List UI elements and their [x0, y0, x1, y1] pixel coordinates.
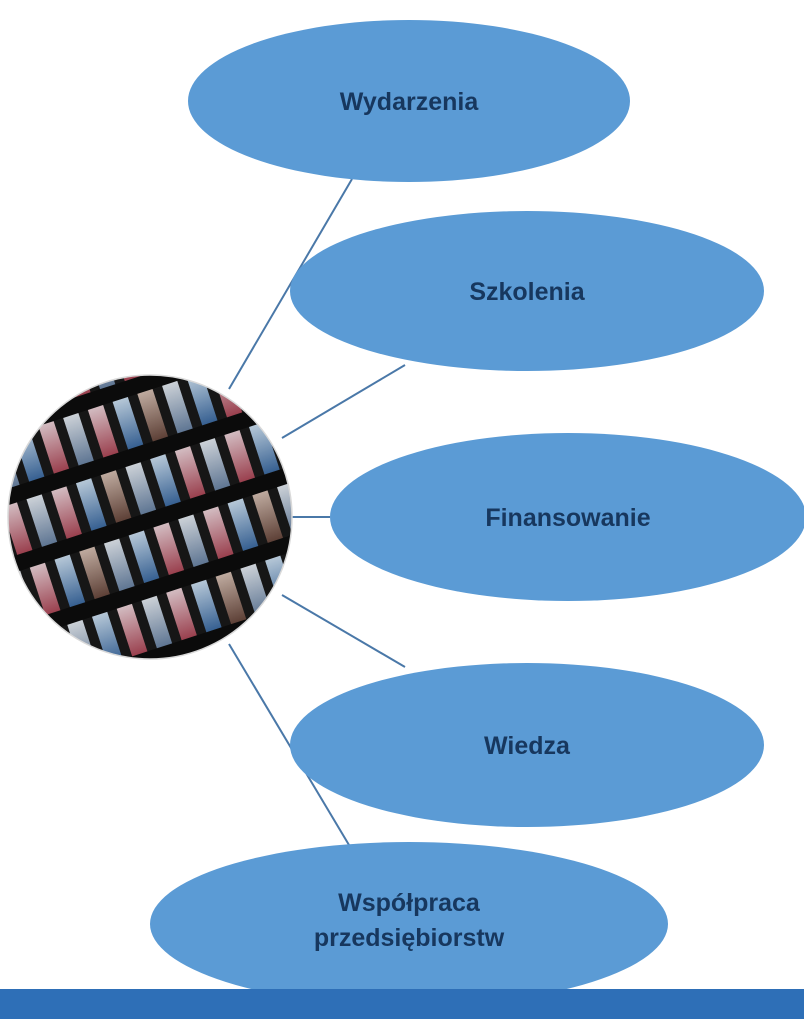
facade-glass-panel	[392, 584, 423, 636]
facade-glass-panel	[17, 635, 49, 659]
facade-glass-panel	[116, 603, 148, 657]
facade-glass-panel	[63, 413, 94, 466]
facade-glass-panel	[178, 514, 209, 567]
facade-glass-panel	[289, 547, 292, 601]
bubble-szkolenia[interactable]: Szkolenia	[290, 211, 764, 371]
facade-floor-band	[8, 566, 292, 659]
facade-glass-panel	[137, 388, 169, 442]
facade-glass-panel	[367, 592, 398, 644]
facade-glass-panel	[38, 421, 70, 474]
facade-glass-panel	[236, 375, 267, 410]
bubble-wspolpraca[interactable]: Współpraca przedsiębiorstw	[150, 842, 668, 1006]
facade-glass-panel	[109, 375, 141, 382]
bubble-wydarzenia-label: Wydarzenia	[340, 88, 480, 116]
facade-glass-panel	[75, 478, 107, 531]
facade-glass-panel	[343, 600, 374, 652]
bubble-wspolpraca-label-line2: przedsiębiorstw	[314, 924, 505, 952]
facade-glass-panel	[258, 280, 289, 332]
facade-glass-panel	[315, 540, 346, 592]
facade-glass-panel	[202, 506, 234, 559]
facade-glass-panel	[10, 375, 42, 414]
bubble-wiedza-label: Wiedza	[484, 732, 571, 760]
facade-glass-panel	[184, 305, 215, 357]
facade-glass-panel	[174, 446, 206, 499]
facade-glass-panel	[260, 375, 292, 402]
facade-glass-panel	[79, 546, 110, 600]
facade-glass-panel	[190, 579, 222, 633]
facade-glass-panel	[162, 380, 193, 434]
facade-glass-panel	[120, 672, 151, 724]
facade-glass-panel	[103, 538, 135, 592]
facade-glass-panel	[134, 321, 165, 373]
facade-glass-panel	[233, 288, 264, 340]
facade-glass-panel	[8, 375, 17, 422]
facade-glass-panel	[159, 313, 190, 365]
facade-glass-panel	[215, 571, 247, 625]
facade-glass-panel	[46, 696, 77, 748]
facade-glass-panel	[0, 510, 8, 562]
bubble-wspolpraca-label-line1: Współpraca	[338, 889, 481, 917]
facade-glass-panel	[29, 562, 61, 616]
facade-glass-panel	[35, 375, 66, 406]
facade-glass-panel	[8, 502, 33, 555]
facade-glass-panel	[71, 688, 102, 740]
facade-glass-panel	[8, 578, 11, 632]
category-bubbles: Wydarzenia Szkolenia Finansowanie Wiedza…	[150, 20, 804, 1006]
bubble-finansowanie[interactable]: Finansowanie	[330, 433, 804, 601]
facade-glass-panel	[51, 486, 82, 539]
facade-glass-panel	[252, 490, 283, 543]
facade-glass-panel	[166, 587, 197, 641]
facade-glass-panel	[54, 554, 86, 608]
facade-glass-panel	[310, 333, 341, 385]
facade-glass-panel	[323, 398, 354, 450]
facade-glass-panel	[59, 375, 91, 398]
connector-szkolenia	[281, 364, 406, 439]
bubble-wiedza[interactable]: Wiedza	[290, 663, 764, 827]
facade-glass-panel	[285, 375, 292, 394]
facade-glass-panel	[92, 611, 123, 659]
bubble-wydarzenia[interactable]: Wydarzenia	[188, 20, 630, 182]
building-facade-photo	[0, 280, 423, 756]
facade-glass-panel	[26, 494, 58, 547]
facade-floor-band	[8, 441, 292, 587]
bubble-szkolenia-label: Szkolenia	[469, 278, 585, 306]
facade-glass-panel	[95, 680, 126, 732]
bottom-accent-band	[0, 989, 804, 1019]
facade-glass-panel	[208, 297, 239, 349]
facade-glass-panel	[169, 656, 201, 659]
facade-glass-panel	[302, 474, 333, 526]
facade-glass-panel	[318, 608, 349, 660]
facade-glass-panel	[128, 530, 160, 584]
facade-glass-panel	[42, 627, 74, 659]
bubble-finansowanie-label: Finansowanie	[485, 504, 650, 532]
facade-glass-panel	[100, 470, 132, 523]
facade-glass-panel	[194, 648, 225, 659]
facade-glass-panel	[293, 616, 324, 668]
facade-glass-panel	[249, 422, 280, 475]
facade-glass-panel	[199, 438, 231, 491]
facade-glass-panel	[227, 498, 259, 551]
connector-wydarzenia	[228, 178, 353, 390]
facade-glass-panel	[268, 623, 292, 659]
facade-glass-panel	[186, 375, 218, 426]
facade-glass-panel	[218, 640, 250, 659]
facade-glass-panel	[150, 454, 181, 507]
facade-glass-panel	[125, 462, 157, 515]
facade-glass-panel	[153, 522, 185, 576]
facade-glass-panel	[277, 482, 292, 535]
facade-glass-panel	[8, 644, 24, 659]
facade-glass-panel	[87, 405, 119, 458]
facade-glass-panel	[21, 704, 52, 756]
connector-wiedza	[281, 594, 406, 668]
facade-glass-panel	[145, 664, 176, 716]
facade-glass-panel	[112, 396, 144, 450]
facade-glass-panel	[224, 430, 255, 483]
facade-glass-panel	[141, 595, 173, 649]
